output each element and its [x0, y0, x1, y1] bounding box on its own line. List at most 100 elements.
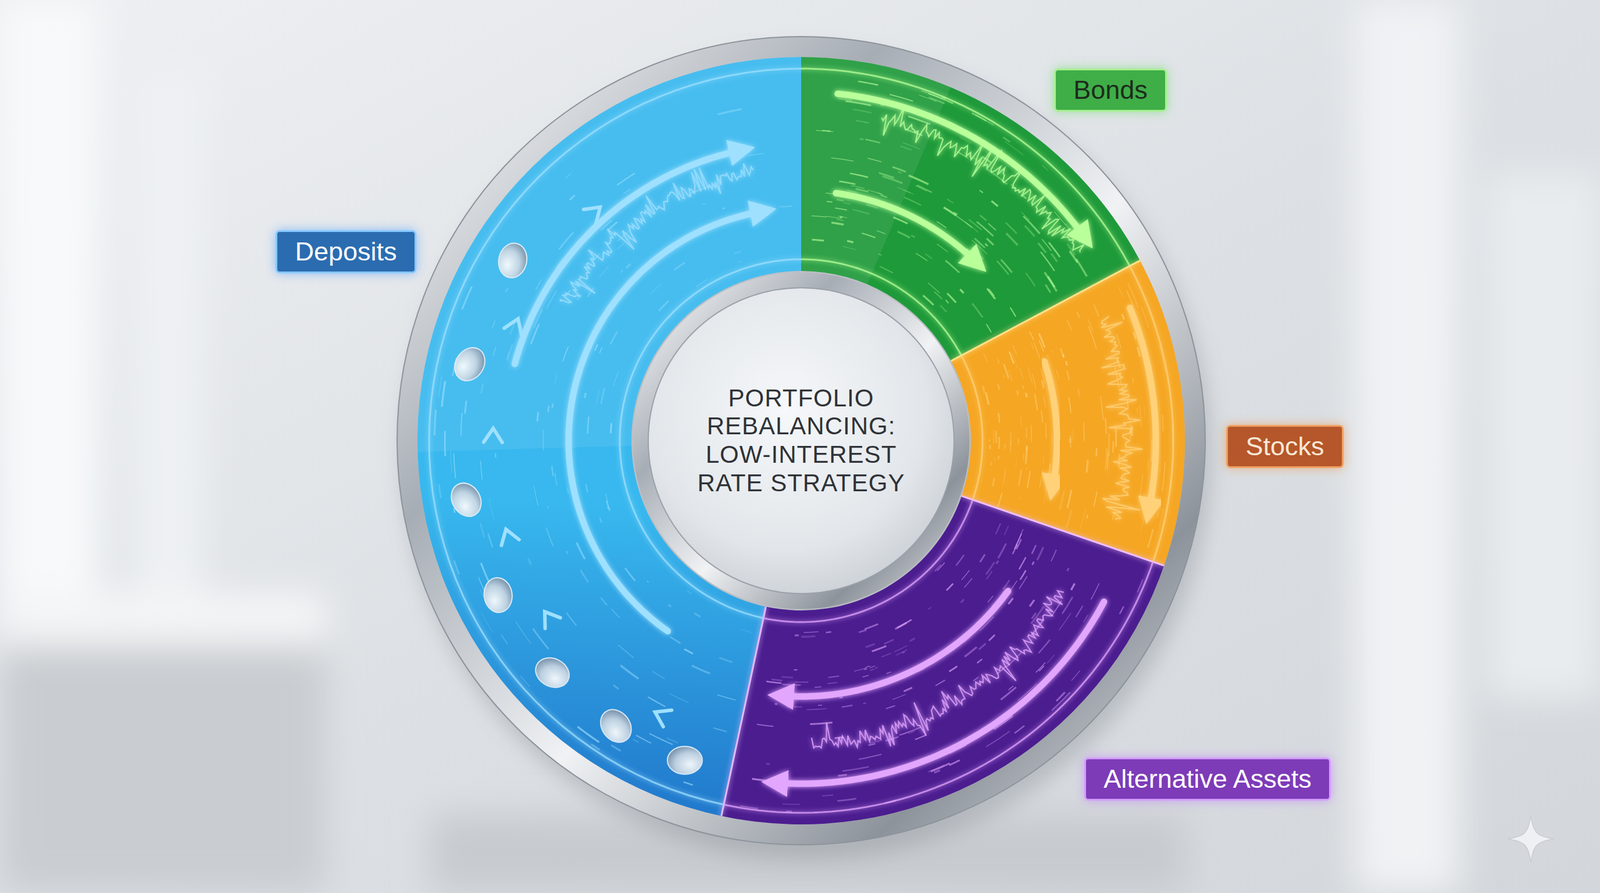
data-streak: [620, 665, 639, 679]
data-streak: [986, 324, 992, 333]
data-streak: [752, 779, 766, 781]
data-streak: [454, 560, 460, 575]
desk-top: [0, 593, 326, 646]
data-streak: [438, 484, 441, 498]
data-streak: [831, 222, 844, 225]
data-streak: [900, 145, 912, 150]
data-streak: [961, 570, 970, 580]
data-streak: [1086, 459, 1088, 473]
data-streak: [1139, 405, 1142, 428]
data-streak: [702, 203, 706, 205]
data-streak: [1008, 598, 1013, 605]
data-streak: [855, 188, 869, 192]
data-streak: [1023, 216, 1040, 234]
data-streak: [494, 452, 497, 458]
asset-label-text: Deposits: [294, 236, 397, 267]
data-streak: [1067, 568, 1070, 571]
data-streak: [998, 437, 1000, 450]
coin: [448, 341, 492, 387]
data-streak: [1108, 462, 1110, 478]
data-streak: [774, 702, 778, 706]
data-streak: [827, 682, 838, 684]
desk-shadow: [0, 645, 326, 893]
data-streak: [1016, 390, 1019, 396]
data-streak: [869, 669, 875, 671]
data-streak: [987, 288, 996, 299]
data-streak: [1038, 333, 1045, 348]
data-streak: [606, 500, 610, 511]
data-streak: [837, 216, 848, 219]
data-streak: [1093, 304, 1099, 317]
data-streak: [670, 636, 681, 644]
market-waveform: [1101, 316, 1143, 519]
data-streak: [986, 562, 995, 575]
data-streak: [781, 676, 794, 678]
outer-metal-rim: [407, 47, 1196, 835]
data-streak: [988, 438, 991, 442]
data-streak: [666, 737, 678, 743]
data-streak: [880, 195, 888, 198]
data-streak: [943, 207, 956, 216]
data-streak: [812, 239, 825, 241]
data-streak: [1137, 347, 1141, 357]
data-streak: [850, 173, 869, 178]
data-streak: [1022, 453, 1025, 461]
data-streak: [1019, 576, 1028, 589]
data-streak: [858, 754, 882, 760]
data-streak: [1136, 407, 1138, 413]
data-streak: [1010, 307, 1016, 317]
data-streak: [899, 727, 921, 736]
data-streak: [982, 385, 985, 394]
data-streak: [543, 429, 545, 450]
data-streak: [936, 244, 948, 253]
data-streak: [965, 222, 978, 233]
data-streak: [462, 286, 473, 310]
data-streak: [684, 648, 694, 654]
data-streak: [859, 138, 864, 140]
data-streak: [613, 371, 619, 386]
data-streak: [505, 288, 508, 293]
data-streak: [1118, 287, 1124, 298]
data-streak: [1062, 597, 1073, 614]
data-streak: [997, 455, 1000, 460]
data-streak: [480, 523, 485, 538]
data-streak: [1080, 508, 1087, 530]
data-streak: [851, 185, 865, 189]
data-streak: [1100, 396, 1103, 421]
data-streak: [916, 185, 932, 193]
data-streak: [949, 666, 958, 672]
data-streak: [691, 665, 711, 674]
data-streak: [438, 376, 442, 398]
coin: [445, 477, 488, 523]
data-streak: [756, 724, 774, 727]
data-streak: [935, 680, 945, 686]
data-streak: [955, 555, 964, 566]
data-streak: [836, 199, 844, 201]
data-streak: [1051, 550, 1057, 562]
data-streak: [793, 669, 798, 671]
data-streak: [1027, 470, 1031, 489]
data-streak: [610, 331, 618, 345]
data-streak: [968, 219, 982, 231]
data-streak: [837, 798, 857, 802]
data-streak: [893, 217, 908, 224]
flow-arrow: [1130, 307, 1156, 509]
data-streak: [501, 634, 508, 645]
data-streak: [1031, 373, 1037, 390]
data-streak: [1004, 525, 1009, 535]
data-streak: [862, 702, 867, 704]
data-streak: [1000, 687, 1016, 700]
data-streak: [1036, 662, 1046, 673]
data-streak: [842, 246, 857, 250]
data-streak: [858, 81, 878, 85]
data-streak: [875, 667, 878, 669]
data-streak: [1093, 491, 1097, 507]
data-streak: [1071, 670, 1080, 681]
data-streak: [683, 781, 694, 785]
data-streak: [1014, 725, 1025, 734]
data-streak: [934, 291, 942, 300]
data-streak: [566, 612, 577, 626]
data-streak: [1059, 612, 1071, 631]
data-streak: [1051, 253, 1057, 262]
data-streak: [903, 687, 913, 692]
